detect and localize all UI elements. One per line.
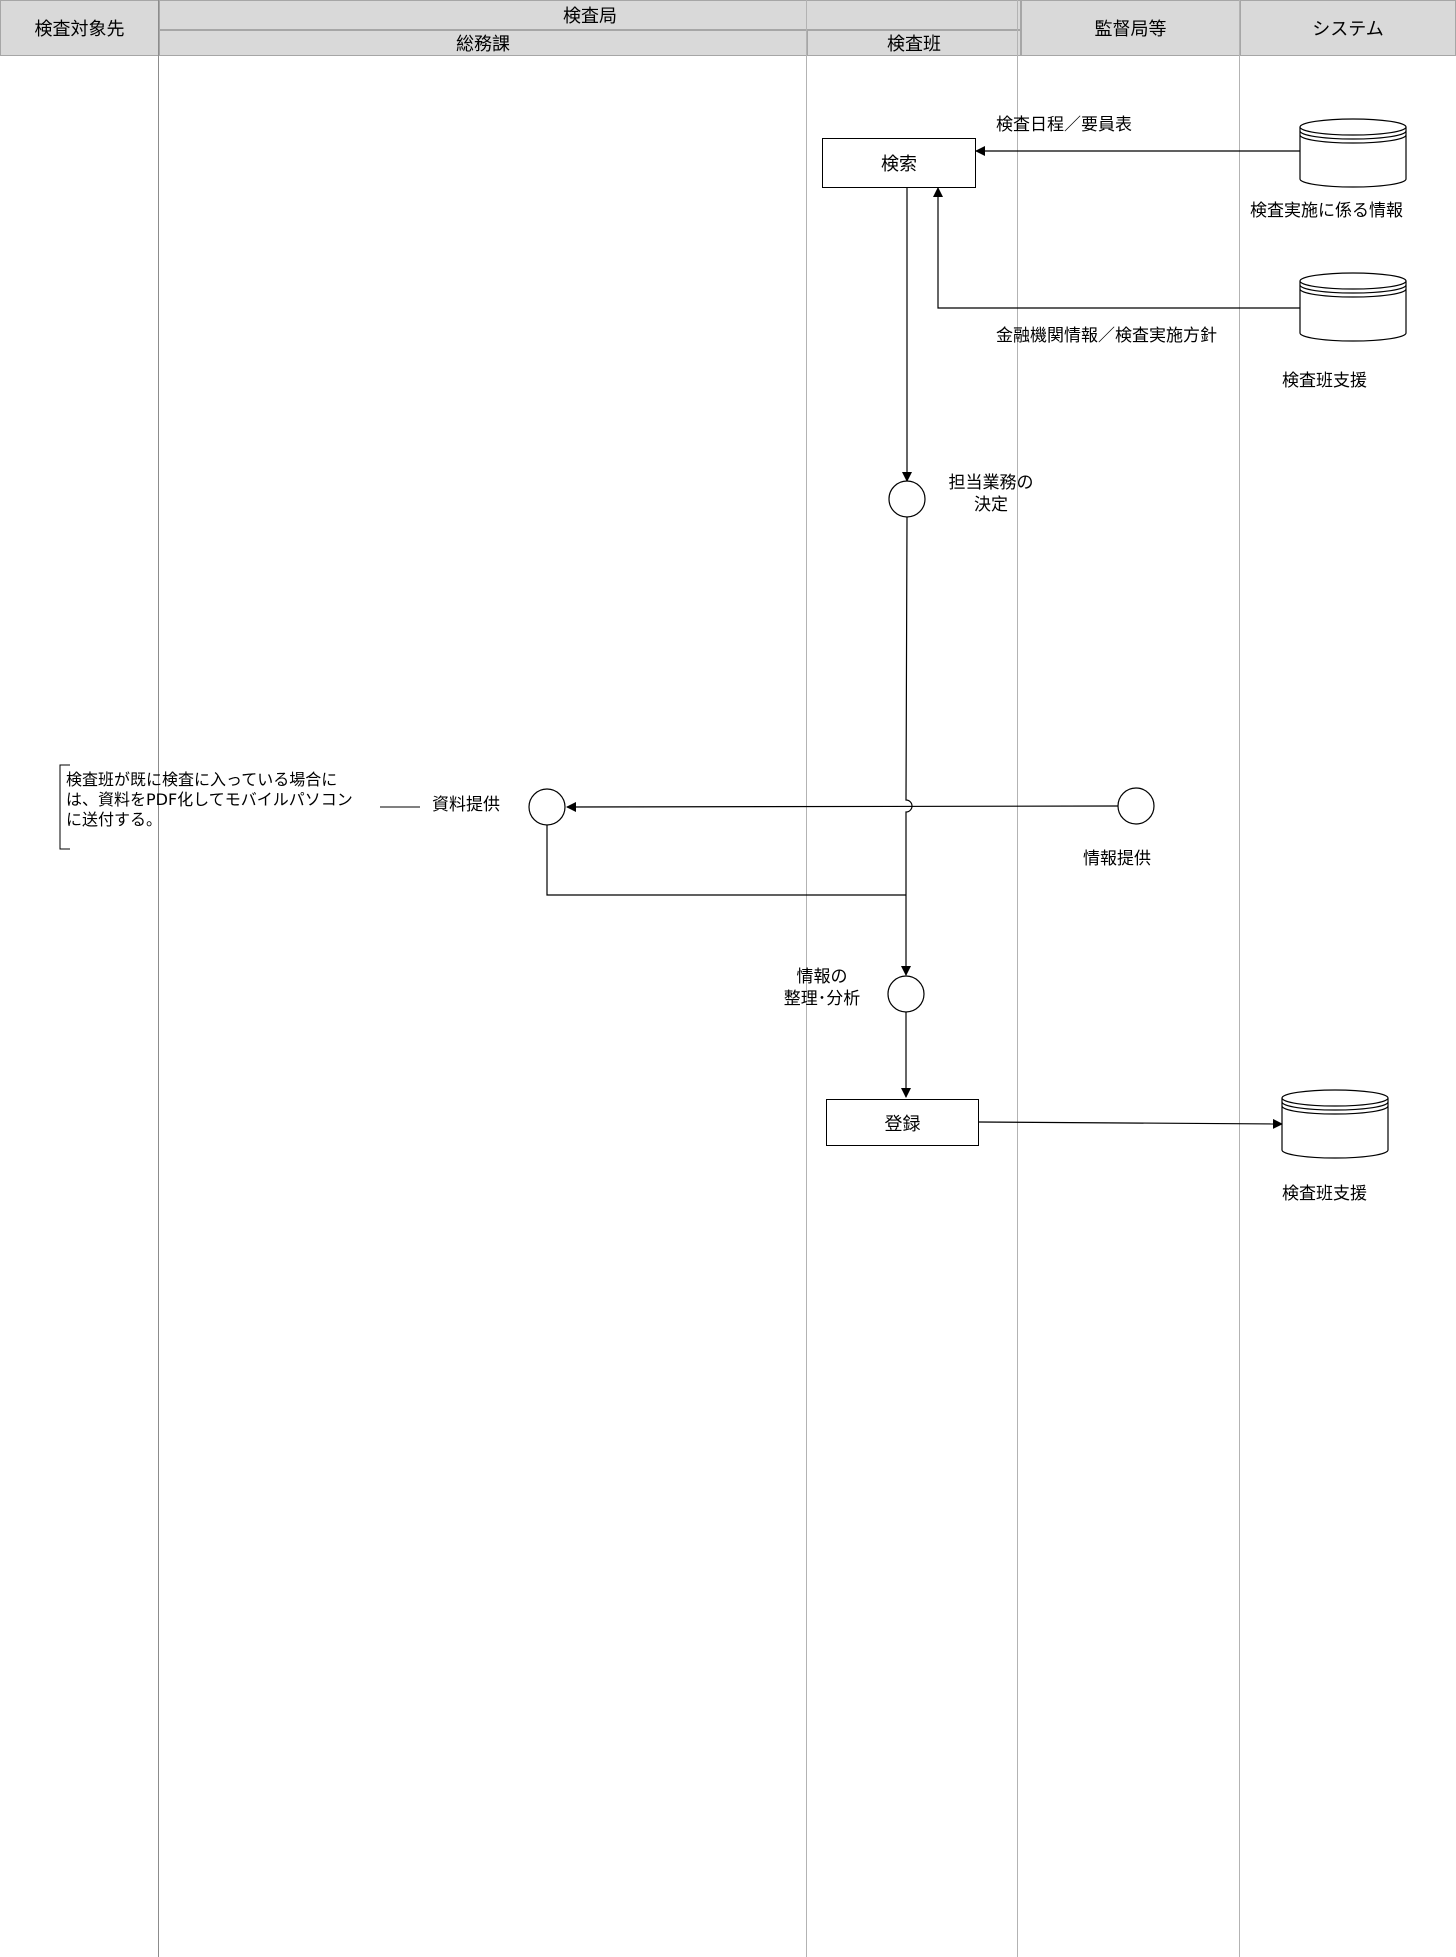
lane-header-general-affairs: 総務課: [159, 30, 807, 56]
provide-info-label: 情報提供: [1083, 849, 1151, 869]
info-analysis-label: 情報の 整理･分析: [762, 966, 882, 1010]
register-process-label: 登録: [884, 1113, 921, 1135]
lane-header-inspection-team-label: 検査班: [887, 34, 941, 55]
lane-divider-2: [806, 0, 807, 1957]
db-team-support-bottom-label: 検査班支援: [1282, 1184, 1367, 1204]
decide-duty-label: 担当業務の 決定: [936, 472, 1046, 516]
search-process-box: 検索: [822, 138, 976, 188]
group-header-inspection-bureau: 検査局: [159, 0, 1021, 30]
annotation-note-line3: に送付する。: [66, 810, 163, 829]
group-header-inspection-bureau-label: 検査局: [563, 6, 617, 27]
provide-docs-label: 資料提供: [432, 795, 500, 815]
info-analysis-label-line1: 情報の: [796, 967, 848, 987]
db-inspection-info-label: 検査実施に係る情報: [1250, 201, 1403, 221]
search-process-label: 検索: [881, 154, 917, 175]
info-analysis-node: [887, 975, 925, 1013]
info-analysis-label-line2: 整理･分析: [783, 989, 861, 1009]
edge-register-to-db: [978, 1118, 1283, 1129]
note-bracket: [59, 764, 70, 850]
lane-header-supervision-label: 監督局等: [1094, 19, 1167, 40]
lane-header-target-label: 検査対象先: [34, 19, 125, 40]
lane-divider-4: [1239, 0, 1240, 1957]
edge-docs-to-join: [546, 825, 906, 896]
lane-header-system-label: システム: [1312, 19, 1384, 40]
lane-header-supervision: 監督局等: [1021, 0, 1240, 56]
lane-header-inspection-team: 検査班: [807, 30, 1021, 56]
lane-header-target: 検査対象先: [0, 0, 159, 56]
decide-duty-node: [888, 480, 926, 518]
lane-divider-1: [158, 0, 159, 1957]
annotation-note-line1: 検査班が既に検査に入っている場合に: [66, 770, 338, 789]
annotation-note-line2: は、資料をPDF化してモバイルパソコン: [66, 790, 353, 809]
annotation-note: 検査班が既に検査に入っている場合に は、資料をPDF化してモバイルパソコン に送…: [66, 770, 353, 830]
register-process-box: 登録: [826, 1099, 979, 1146]
provide-info-node: [1117, 787, 1155, 825]
edge-decide-to-analysis: [901, 516, 913, 976]
decide-duty-label-line1: 担当業務の: [948, 473, 1034, 493]
schedule-edge-label: 検査日程／要員表: [996, 115, 1132, 135]
institution-edge-label: 金融機関情報／検査実施方針: [996, 326, 1217, 346]
lane-header-general-affairs-label: 総務課: [456, 34, 510, 55]
provide-docs-node: [528, 788, 566, 826]
db-team-support-top-label: 検査班支援: [1282, 371, 1367, 391]
edge-institution: [933, 187, 1300, 309]
lane-header-system: システム: [1240, 0, 1456, 56]
database-icon: [1299, 118, 1407, 188]
decide-duty-label-line2: 決定: [974, 495, 1008, 515]
database-icon: [1299, 272, 1407, 342]
database-icon: [1281, 1089, 1389, 1159]
edge-info-to-docs: [566, 801, 1120, 812]
lane-divider-3: [1017, 0, 1018, 1957]
